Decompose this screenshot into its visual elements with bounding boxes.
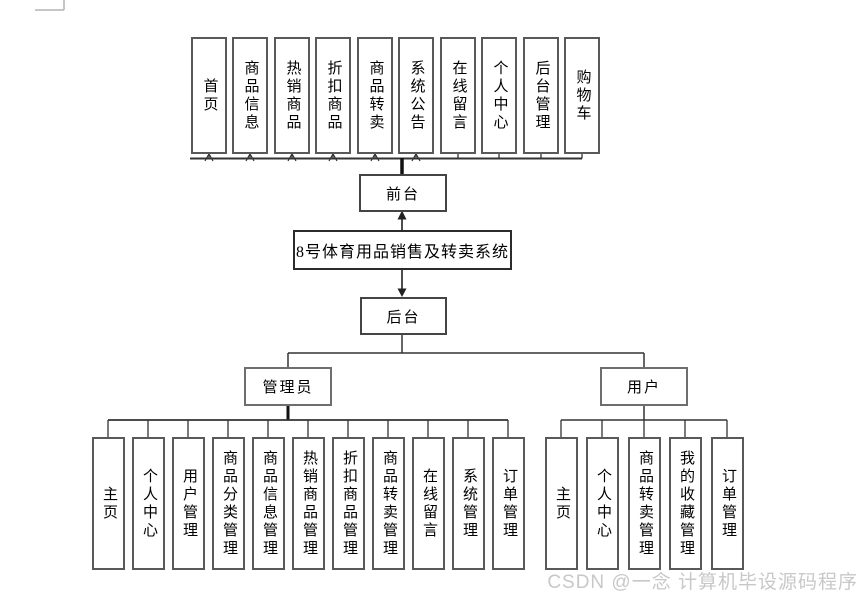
node-label: 订单管理 <box>720 467 736 540</box>
node-home: 首页 <box>191 37 227 154</box>
admin-node-product-category-manage: 商品分类管理 <box>212 437 245 570</box>
node-label: 折扣商品管理 <box>341 449 357 558</box>
node-label: 管理员 <box>262 380 314 396</box>
node-product-info: 商品信息 <box>232 37 268 154</box>
admin-node-discount-product-manage: 折扣商品管理 <box>332 437 365 570</box>
node-personal-center: 个人中心 <box>481 37 517 154</box>
back-node: 后台 <box>360 297 447 335</box>
node-label: 购物车 <box>574 68 591 123</box>
admin-node-hot-product-manage: 热销商品管理 <box>292 437 325 570</box>
admin-role-node: 管理员 <box>244 367 332 406</box>
admin-node-user-manage: 用户管理 <box>172 437 205 570</box>
system-root-node: 8号体育用品销售及转卖系统 <box>293 230 512 270</box>
node-label: 8号体育用品销售及转卖系统 <box>295 244 509 261</box>
node-label: 热销商品管理 <box>301 449 317 558</box>
csdn-watermark: CSDN @一念 计算机毕设源码程序 <box>547 572 858 593</box>
admin-node-online-message: 在线留言 <box>412 437 445 570</box>
admin-node-order-manage: 订单管理 <box>492 437 525 570</box>
node-label: 个人中心 <box>141 467 157 540</box>
admin-node-system-manage: 系统管理 <box>452 437 485 570</box>
node-label: 系统公告 <box>408 59 425 132</box>
node-label: 在线留言 <box>421 467 437 540</box>
node-product-resale: 商品转卖 <box>357 37 393 154</box>
node-label: 个人中心 <box>491 59 508 132</box>
node-label: 商品转卖管理 <box>637 449 653 558</box>
node-label: 主页 <box>101 485 117 522</box>
admin-node-personal-center: 个人中心 <box>132 437 165 570</box>
node-label: 后台 <box>386 309 421 326</box>
admin-node-homepage: 主页 <box>92 437 125 570</box>
user-role-node: 用户 <box>600 367 688 406</box>
node-label: 商品信息管理 <box>261 449 277 558</box>
node-label: 用户管理 <box>181 467 197 540</box>
node-backstage-manage: 后台管理 <box>523 37 559 154</box>
user-node-personal-center: 个人中心 <box>586 437 619 570</box>
node-label: 折扣商品 <box>325 59 342 132</box>
admin-node-resale-manage: 商品转卖管理 <box>372 437 405 570</box>
node-label: 后台管理 <box>533 59 550 132</box>
user-node-favorites-manage: 我的收藏管理 <box>669 437 702 570</box>
node-label: 商品分类管理 <box>221 449 237 558</box>
node-label: 首页 <box>201 77 218 114</box>
node-shopping-cart: 购物车 <box>564 37 600 154</box>
node-discount-products: 折扣商品 <box>315 37 351 154</box>
node-label: 在线留言 <box>450 59 467 132</box>
node-online-message: 在线留言 <box>440 37 476 154</box>
node-label: 主页 <box>554 485 570 522</box>
node-hot-products: 热销商品 <box>274 37 310 154</box>
front-node: 前台 <box>359 174 447 212</box>
node-label: 热销商品 <box>284 59 301 132</box>
node-label: 系统管理 <box>461 467 477 540</box>
admin-node-product-info-manage: 商品信息管理 <box>252 437 285 570</box>
node-label: 前台 <box>385 186 420 203</box>
node-label: 商品转卖管理 <box>381 449 397 558</box>
node-system-notice: 系统公告 <box>398 37 434 154</box>
user-node-resale-manage: 商品转卖管理 <box>628 437 661 570</box>
node-label: 商品信息 <box>242 59 259 132</box>
node-label: 订单管理 <box>501 467 517 540</box>
user-node-order-manage: 订单管理 <box>711 437 744 570</box>
page-corner-mark <box>35 0 65 11</box>
node-label: 个人中心 <box>595 467 611 540</box>
user-node-homepage: 主页 <box>545 437 578 570</box>
node-label: 用户 <box>626 380 661 396</box>
node-label: 我的收藏管理 <box>678 449 694 558</box>
node-label: 商品转卖 <box>367 59 384 132</box>
